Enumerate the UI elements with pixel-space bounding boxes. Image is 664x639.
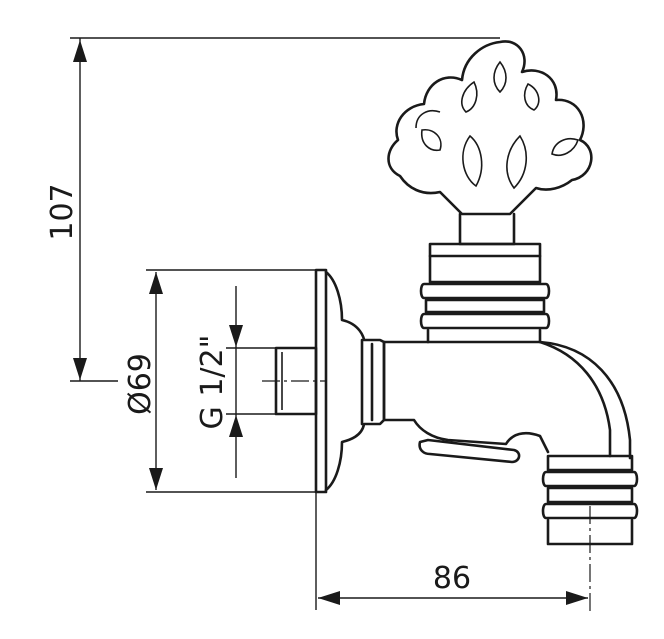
faucet-body (382, 340, 632, 464)
dimension-length: 86 (315, 492, 588, 610)
height-arrow-top (73, 40, 87, 62)
height-label: 107 (45, 183, 80, 240)
diameter-label: Ø69 (123, 353, 158, 415)
diameter-arrow-bottom (149, 468, 163, 490)
dimension-height: 107 (45, 37, 500, 382)
handle-stem (428, 212, 542, 258)
diameter-arrow-top (149, 272, 163, 294)
handle-head (387, 40, 593, 216)
height-arrow-bottom (73, 358, 87, 380)
thread-arrow-bottom (229, 415, 243, 437)
dimension-thread: G 1/2" (195, 286, 276, 478)
valve-bonnet (419, 254, 551, 344)
length-arrow-right (566, 591, 588, 605)
thread-label: G 1/2" (195, 335, 230, 430)
wall-flange (314, 268, 386, 494)
length-arrow-left (318, 591, 340, 605)
thread-arrow-top (229, 325, 243, 347)
threaded-inlet (274, 346, 318, 416)
dimension-diameter: Ø69 (123, 269, 316, 493)
length-label: 86 (433, 561, 471, 596)
